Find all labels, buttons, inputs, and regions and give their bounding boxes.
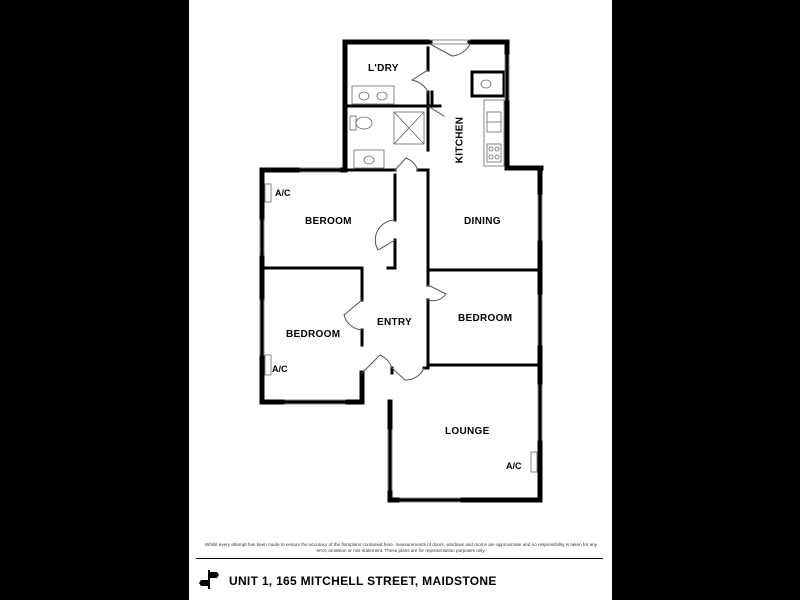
ac-label-bedroom-3: A/C — [272, 364, 288, 374]
sink-icon — [351, 85, 395, 105]
windows — [259, 39, 543, 503]
room-label-kitchen: KITCHEN — [454, 116, 466, 164]
fridge-space-icon — [480, 79, 492, 89]
room-label-laundry: L'DRY — [368, 63, 399, 74]
ac-unit-icon — [264, 183, 272, 203]
ac-unit-icon — [264, 354, 272, 376]
room-label-dining: DINING — [464, 216, 501, 227]
shower-icon — [393, 111, 425, 145]
room-label-lounge: LOUNGE — [445, 426, 490, 437]
room-label-bedroom-3: BEDROOM — [286, 329, 341, 340]
kitchen-bench — [483, 99, 505, 167]
vanity-sink-icon — [353, 149, 385, 169]
room-label-entry: ENTRY — [377, 317, 413, 328]
compass-icon — [199, 570, 219, 589]
ac-label-lounge: A/C — [506, 461, 522, 471]
doors — [343, 43, 471, 381]
kitchen-sink-icon — [486, 111, 502, 133]
disclaimer-text: Whilst every attempt has been made to en… — [205, 542, 597, 553]
room-label-bedroom-2: BEDROOM — [458, 313, 513, 324]
exterior-walls — [259, 39, 544, 503]
room-label-bedroom-1: BEROOM — [305, 216, 352, 227]
interior-walls — [260, 46, 542, 375]
property-address: UNIT 1, 165 MITCHELL STREET, MAIDSTONE — [229, 574, 497, 588]
ac-unit-icon — [530, 451, 538, 473]
stove-icon — [486, 143, 502, 163]
ac-label-bedroom-1: A/C — [275, 188, 291, 198]
footer-divider — [196, 558, 603, 559]
toilet-icon — [349, 115, 373, 131]
